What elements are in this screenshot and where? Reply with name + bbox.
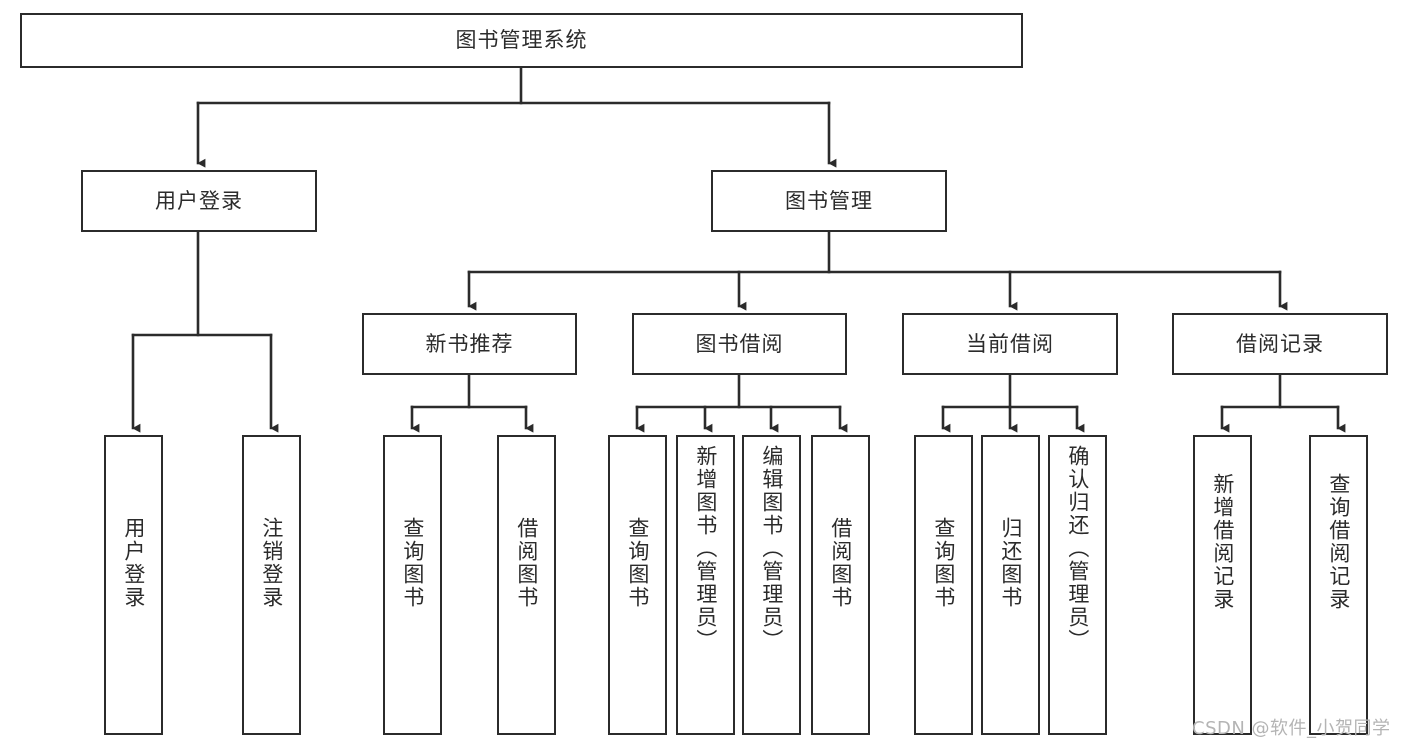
node-user-login[interactable]: 用户登录 <box>81 170 317 232</box>
leaf-logout[interactable]: 注销登录 <box>242 435 301 735</box>
leaf-query-borrow-record[interactable]: 查询借阅记录 <box>1309 435 1368 735</box>
node-new-book-recommend[interactable]: 新书推荐 <box>362 313 577 375</box>
node-label: 新增图书（管理员） <box>693 445 718 652</box>
node-book-management-system[interactable]: 图书管理系统 <box>20 13 1023 68</box>
node-label: 图书管理系统 <box>455 28 588 52</box>
node-label: 新书推荐 <box>425 331 514 356</box>
leaf-edit-book-admin[interactable]: 编辑图书（管理员） <box>742 435 801 735</box>
node-label: 图书管理 <box>785 188 873 213</box>
node-label: 用户登录 <box>155 188 243 213</box>
node-label: 编辑图书（管理员） <box>759 445 784 652</box>
node-book-management[interactable]: 图书管理 <box>711 170 947 232</box>
leaf-add-borrow-record[interactable]: 新增借阅记录 <box>1193 435 1252 735</box>
leaf-add-book-admin[interactable]: 新增图书（管理员） <box>676 435 735 735</box>
node-label: 查询借阅记录 <box>1326 473 1351 611</box>
leaf-confirm-return-admin[interactable]: 确认归还（管理员） <box>1048 435 1107 735</box>
watermark: CSDN @软件_小贺同学 <box>1192 718 1391 739</box>
node-borrow-record[interactable]: 借阅记录 <box>1172 313 1388 375</box>
node-label: 确认归还（管理员） <box>1065 445 1090 652</box>
leaf-user-login[interactable]: 用户登录 <box>104 435 163 735</box>
node-label: 借阅记录 <box>1236 331 1324 356</box>
node-label: 用户登录 <box>121 517 146 609</box>
node-label: 借阅图书 <box>828 517 853 609</box>
node-label: 归还图书 <box>998 517 1023 609</box>
node-label: 图书借阅 <box>695 331 784 356</box>
leaf-query-book-borrow[interactable]: 查询图书 <box>608 435 667 735</box>
node-label: 查询图书 <box>400 517 425 609</box>
node-label: 查询图书 <box>931 517 956 609</box>
node-label: 注销登录 <box>259 517 284 609</box>
node-current-borrow[interactable]: 当前借阅 <box>902 313 1118 375</box>
node-label: 当前借阅 <box>966 331 1054 356</box>
leaf-borrow-book[interactable]: 借阅图书 <box>811 435 870 735</box>
leaf-borrow-book-recommend[interactable]: 借阅图书 <box>497 435 556 735</box>
node-label: 借阅图书 <box>514 517 539 609</box>
node-label: 查询图书 <box>625 517 650 609</box>
node-book-borrow[interactable]: 图书借阅 <box>632 313 847 375</box>
leaf-return-book[interactable]: 归还图书 <box>981 435 1040 735</box>
node-label: 新增借阅记录 <box>1210 473 1235 611</box>
leaf-query-book-recommend[interactable]: 查询图书 <box>383 435 442 735</box>
leaf-query-book-current[interactable]: 查询图书 <box>914 435 973 735</box>
